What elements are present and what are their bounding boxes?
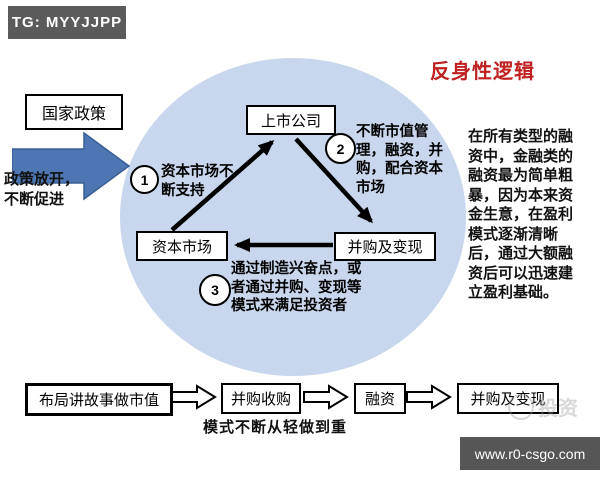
site-url-bar: www.r0-csgo.com bbox=[460, 437, 600, 470]
flow-box-financing: 融资 bbox=[354, 383, 406, 414]
flow-caption: 模式不断从轻做到重 bbox=[203, 419, 348, 436]
flow-arrow-1-icon bbox=[171, 384, 217, 410]
flow-box-acquisition: 并购收购 bbox=[221, 383, 301, 414]
step-3-badge: 3 bbox=[199, 274, 231, 306]
node-ma-monetization: 并购及变现 bbox=[334, 232, 436, 261]
tg-badge: TG: MYYJJPP bbox=[8, 6, 126, 39]
watermark-logo-icon bbox=[508, 393, 534, 420]
flow-arrow-3-icon bbox=[406, 384, 452, 410]
policy-box: 国家政策 bbox=[25, 94, 123, 130]
node-capital-market: 资本市场 bbox=[136, 231, 228, 261]
watermark-text: 投资 bbox=[538, 398, 578, 420]
step-2-text: 不断市值管 理，融资，并 购，配合资本 市场 bbox=[356, 124, 443, 196]
flow-box-market-cap-story: 布局讲故事做市值 bbox=[25, 383, 173, 416]
side-paragraph: 在所有类型的融 资中，金融类的 融资最为简单粗 暴，因为本来资 金生意，在盈利 … bbox=[468, 128, 574, 301]
step-1-badge: 1 bbox=[130, 165, 159, 194]
step-1-text: 资本市场不 断支持 bbox=[161, 164, 234, 199]
flow-arrow-2-icon bbox=[303, 384, 349, 410]
step-2-badge: 2 bbox=[325, 133, 356, 164]
node-listed-company: 上市公司 bbox=[246, 105, 336, 135]
step-3-text: 通过制造兴奋点，或 者通过并购、变现等 模式来满足投资者 bbox=[231, 261, 362, 314]
policy-arrow-caption: 政策放开， 不断促进 bbox=[4, 171, 80, 208]
page-title: 反身性逻辑 bbox=[430, 61, 535, 83]
policy-arrow-icon bbox=[12, 131, 130, 201]
watermark: 投资 bbox=[508, 392, 578, 421]
